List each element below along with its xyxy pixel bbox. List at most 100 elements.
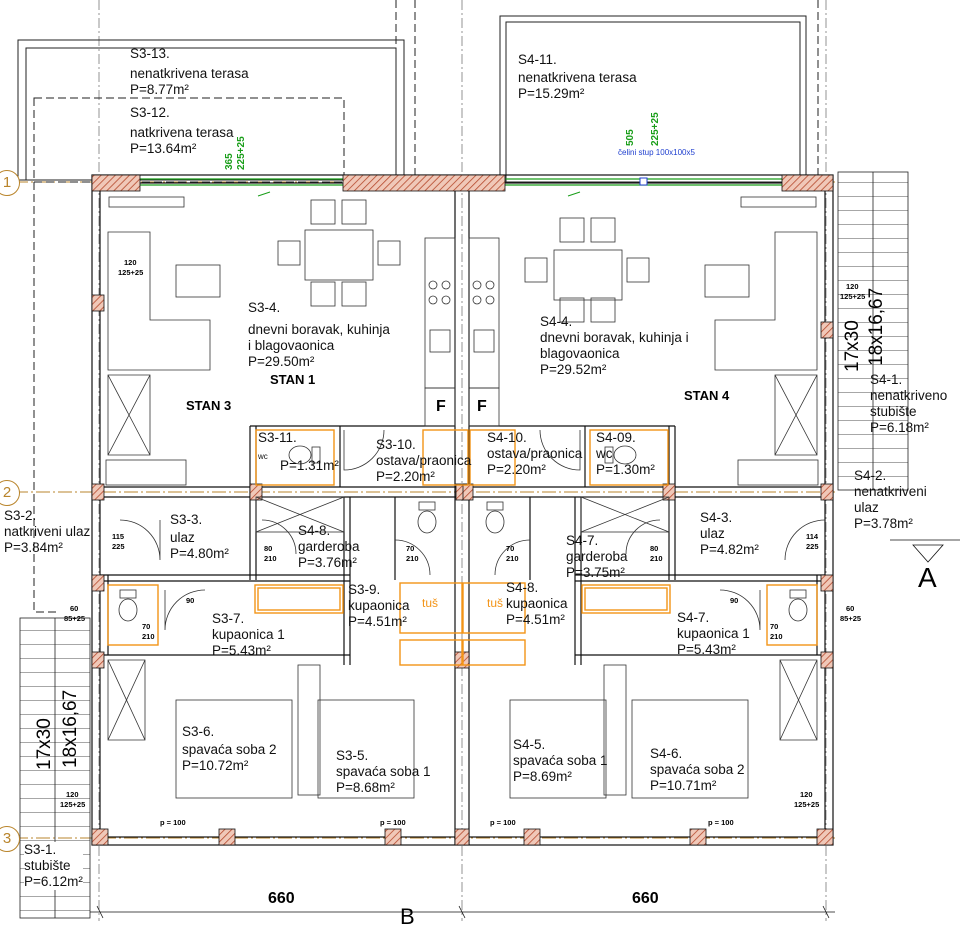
- green-dim-505: 505: [625, 129, 636, 146]
- room-area: P=6.12m²: [24, 874, 83, 889]
- room-s3-2: S3-2. natkriveni ulaz P=3.84m²: [4, 508, 90, 556]
- door-dim-210-a: 210: [264, 554, 277, 563]
- room-code: S4-3.: [700, 510, 733, 525]
- room-s3-3: S3-3. ulaz P=4.80m²: [170, 512, 229, 562]
- room-area: P=15.29m²: [518, 86, 585, 101]
- room-name: spavaća soba 1: [336, 764, 431, 779]
- room-area: P=5.43m²: [212, 643, 271, 658]
- room-name: dnevni boravak, kuhinja i: [540, 330, 689, 345]
- room-name: nenatkrivena terasa: [518, 70, 637, 85]
- window-dim-120: 120: [124, 258, 137, 267]
- room-area: P=29.52m²: [540, 362, 607, 377]
- window-dim-12525-br: 125+25: [794, 800, 820, 809]
- room-code: S4-11.: [518, 52, 557, 67]
- room-code: S3-2.: [4, 508, 37, 523]
- fridge-label-right: F: [477, 398, 487, 415]
- room-s4-11: S4-11. nenatkrivena terasa P=15.29m²: [518, 52, 637, 102]
- room-name: stubište: [24, 858, 71, 873]
- room-s3-12: S3-12. natkrivena terasa P=13.64m²: [130, 105, 234, 157]
- room-code: S3-4.: [248, 300, 281, 315]
- shower-label-right: tuš: [487, 596, 504, 610]
- window-dim-8525-right: 85+25: [840, 614, 862, 623]
- stair-label-left-a: 17x30: [34, 718, 55, 770]
- room-s4-6: S4-6. spavaća soba 2 P=10.71m²: [650, 746, 745, 794]
- room-code: S3-10.: [376, 437, 416, 452]
- window-dim-8525-left: 85+25: [64, 614, 86, 623]
- door-dim-114: 114: [806, 532, 819, 541]
- room-name: spavaća soba 2: [182, 742, 277, 757]
- door-dim-210-c: 210: [506, 554, 519, 563]
- parapet-label-1: p = 100: [160, 818, 186, 827]
- room-code: S4-4.: [540, 314, 573, 329]
- room-name: garderoba: [566, 549, 628, 564]
- room-area: P=4.51m²: [348, 614, 407, 629]
- stair-label-left-b: 18x16,67: [60, 689, 81, 768]
- door-dim-90-left: 90: [186, 596, 195, 605]
- room-name: kupaonica 1: [677, 626, 750, 641]
- room-name: wc: [596, 446, 613, 461]
- room-area: P=8.68m²: [336, 780, 395, 795]
- door-dim-80-b: 80: [650, 544, 659, 553]
- window-dim-60-right: 60: [846, 604, 855, 613]
- room-area: P=4.80m²: [170, 546, 229, 561]
- room-code: S4-7.: [566, 533, 599, 548]
- room-s4-7-garderoba: S4-7. garderoba P=3.75m²: [566, 533, 628, 581]
- room-area: P=3.84m²: [4, 540, 63, 555]
- room-s4-3: S4-3. ulaz P=4.82m²: [700, 510, 759, 558]
- room-name: nenatkrivena terasa: [130, 66, 249, 81]
- section-marker-b: B: [400, 904, 415, 929]
- door-dim-70-c: 70: [142, 622, 151, 631]
- door-dim-210-b: 210: [406, 554, 419, 563]
- room-s3-5: S3-5. spavaća soba 1 P=8.68m²: [336, 748, 431, 796]
- unit-label-stan3: STAN 3: [186, 398, 232, 413]
- axis-marker-3: 3: [0, 826, 20, 852]
- room-area: P=3.75m²: [566, 565, 625, 580]
- room-area: P=13.64m²: [130, 141, 197, 156]
- room-area: P=8.77m²: [130, 82, 189, 97]
- room-code: S4-1.: [870, 372, 903, 387]
- unit-label-stan4: STAN 4: [684, 388, 730, 403]
- window-dim-120-br: 120: [800, 790, 813, 799]
- room-area: P=4.51m²: [506, 612, 565, 627]
- room-code: S3-3.: [170, 512, 203, 527]
- room-area: P=3.76m²: [298, 555, 357, 570]
- shower-label-left: tuš: [422, 596, 439, 610]
- room-code: S4-8.: [506, 580, 539, 595]
- room-code: S4-10.: [487, 430, 527, 445]
- room-name: ostava/praonica: [487, 446, 583, 461]
- room-s4-1: S4-1. nenatkriveno stubište P=6.18m²: [870, 372, 947, 436]
- room-area: P=1.30m²: [596, 462, 655, 477]
- room-s4-7-kupaonica: S4-7. kupaonica 1 P=5.43m²: [677, 610, 750, 658]
- room-name-2: i blagovaonica: [248, 338, 335, 353]
- room-area: P=5.43m²: [677, 642, 736, 657]
- room-s3-9: S3-9. kupaonica P=4.51m²: [348, 582, 410, 630]
- green-dim-column: 225+25: [650, 112, 661, 146]
- room-area: P=4.82m²: [700, 542, 759, 557]
- room-code: S3-12.: [130, 105, 170, 120]
- window-dim-60-left: 60: [70, 604, 79, 613]
- room-s3-1: S3-1. stubište P=6.12m²: [24, 842, 83, 890]
- section-marker-a: A: [918, 562, 937, 593]
- room-name: natkriveni ulaz: [4, 524, 91, 539]
- room-code: S3-7.: [212, 611, 245, 626]
- room-s4-8-kupaonica: S4-8. kupaonica P=4.51m²: [506, 580, 568, 628]
- door-dim-210-d: 210: [650, 554, 663, 563]
- room-name: wc: [258, 452, 268, 461]
- room-name: nenatkriveno: [870, 388, 948, 403]
- room-s3-4: S3-4. dnevni boravak, kuhinja i blagovao…: [248, 300, 390, 370]
- room-s4-5: S4-5. spavaća soba 1 P=8.69m²: [513, 737, 608, 785]
- door-dim-70-b: 70: [506, 544, 515, 553]
- room-code: S3-5.: [336, 748, 369, 763]
- room-s4-09: S4-09. wc P=1.30m²: [596, 430, 655, 478]
- room-area: P=6.18m²: [870, 420, 929, 435]
- room-s4-2: S4-2. nenatkriveni ulaz P=3.78m²: [854, 468, 927, 532]
- column-note: čelini stup 100x100x5: [618, 148, 695, 157]
- room-code: S4-5.: [513, 737, 546, 752]
- room-name: dnevni boravak, kuhinja: [248, 322, 390, 337]
- parapet-label-4: p = 100: [708, 818, 734, 827]
- room-code: S4-6.: [650, 746, 683, 761]
- room-name: ostava/praonica: [376, 453, 472, 468]
- room-code: S3-13.: [130, 46, 170, 61]
- green-dim-365: 365: [224, 153, 235, 170]
- room-code: S4-09.: [596, 430, 636, 445]
